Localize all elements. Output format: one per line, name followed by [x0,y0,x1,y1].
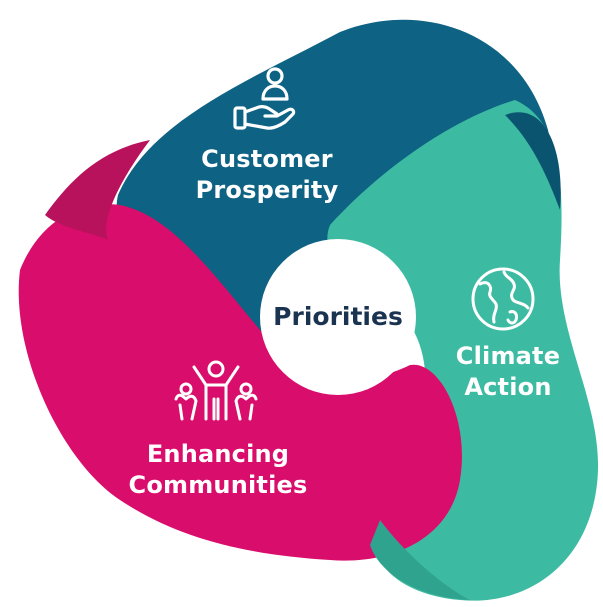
center-circle [260,239,416,395]
hand-with-person-icon [233,67,296,130]
label-climate-line2: Action [464,373,552,401]
segment-customer-prosperity [116,19,551,365]
label-enhancing-communities: Enhancing Communities [118,439,318,501]
shade-communities [370,520,470,600]
globe-icon [471,267,535,331]
label-customer-prosperity: Customer Prosperity [182,144,352,206]
label-communities-line2: Communities [128,471,308,499]
label-customer-line2: Prosperity [195,176,339,204]
center-label: Priorities [273,302,403,331]
label-climate-action: Climate Action [446,341,570,403]
shade-customer [45,140,150,240]
segment-enhancing-communities [18,204,462,561]
label-customer-line1: Customer [201,145,333,173]
label-climate-line1: Climate [455,342,561,370]
segment-climate-action [327,100,599,601]
people-celebrating-icon [174,360,258,421]
label-communities-line1: Enhancing [146,440,290,468]
shade-climate [505,112,561,210]
